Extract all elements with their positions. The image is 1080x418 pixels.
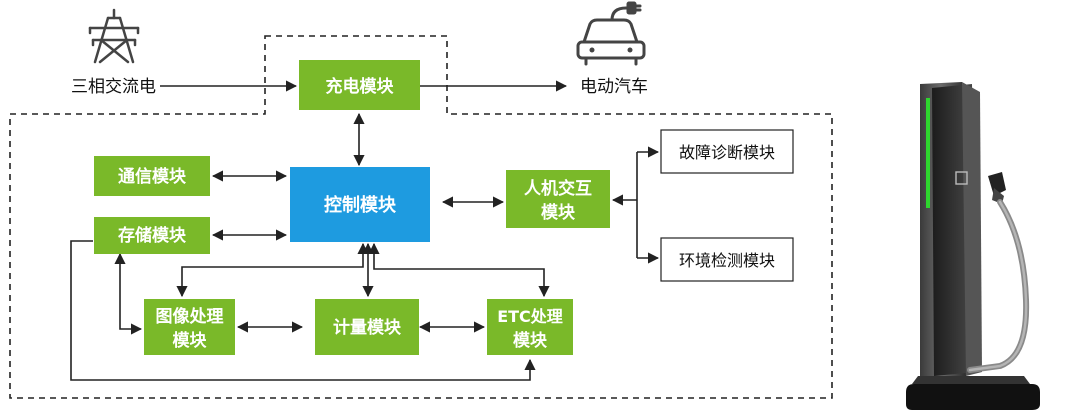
hmi-module: 人机交互 模块 (506, 170, 610, 228)
environment-detection-module: 环境检测模块 (660, 237, 794, 282)
image-processing-module-label-line2: 模块 (173, 330, 208, 351)
power-source-label: 三相交流电 (71, 77, 156, 97)
control-module-label: 控制模块 (324, 194, 397, 216)
image-processing-module: 图像处理 模块 (144, 299, 235, 355)
charging-module-label: 充电模块 (326, 76, 395, 97)
electric-car-icon (576, 1, 646, 66)
charging-pile-image (906, 82, 1040, 410)
communication-module: 通信模块 (94, 156, 210, 196)
etc-processing-module-label-line1: ETC处理 (497, 307, 563, 326)
hmi-module-label-line2: 模块 (541, 202, 576, 223)
power-tower-icon (88, 8, 140, 64)
control-module: 控制模块 (290, 167, 430, 242)
etc-processing-module: ETC处理 模块 (487, 299, 573, 355)
etc-processing-module-label-line2: 模块 (513, 330, 548, 351)
storage-module: 存储模块 (94, 217, 210, 254)
image-processing-module-label-line1: 图像处理 (156, 306, 224, 327)
environment-detection-module-label: 环境检测模块 (679, 251, 775, 270)
vehicle-label: 电动汽车 (580, 77, 648, 97)
storage-module-label: 存储模块 (118, 225, 187, 246)
charging-module: 充电模块 (299, 60, 420, 110)
connector-lines (70, 80, 660, 381)
system-boundary (9, 35, 833, 399)
metering-module-label: 计量模块 (333, 317, 402, 338)
hmi-module-label-line1: 人机交互 (524, 178, 592, 199)
communication-module-label: 通信模块 (118, 166, 187, 187)
metering-module: 计量模块 (315, 299, 419, 355)
fault-diagnosis-module: 故障诊断模块 (660, 129, 794, 174)
fault-diagnosis-module-label: 故障诊断模块 (679, 143, 775, 162)
